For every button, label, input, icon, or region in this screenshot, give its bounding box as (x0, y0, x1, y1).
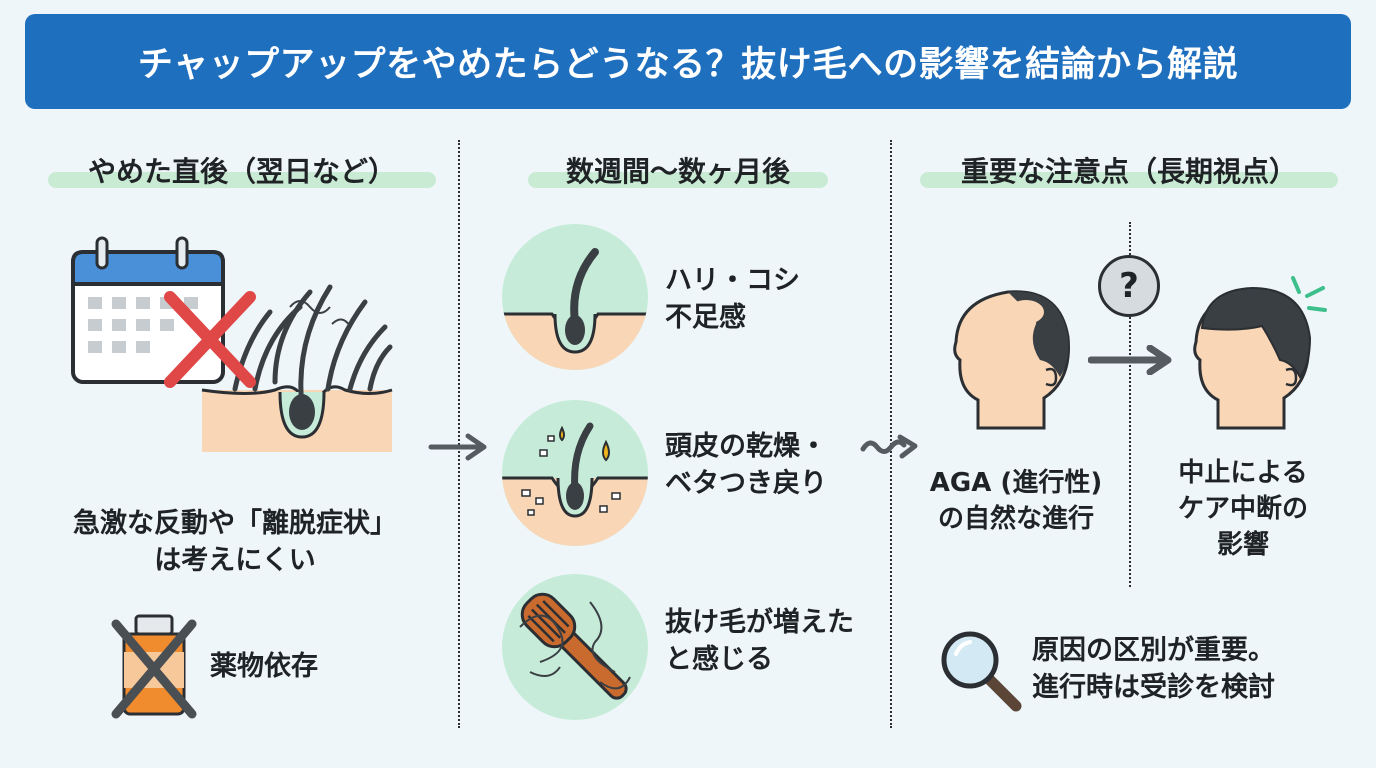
middle-item-3-label: 抜け毛が増えた と感じる (665, 607, 854, 676)
left-column-header: やめた直後（翌日など） (48, 150, 436, 190)
column-divider-left (458, 140, 460, 728)
balding-head-icon (953, 290, 1070, 430)
column-divider-right (890, 140, 892, 728)
arrow-right-icon (428, 433, 487, 461)
drug-dependency-label: 薬物依存 (210, 651, 318, 682)
full-hair-head-icon (1193, 286, 1312, 430)
comb-hair-loss-icon (502, 574, 648, 720)
right-column-header: 重要な注意点（長期視点） (920, 150, 1338, 190)
crossed-medicine-bottle-icon (111, 614, 197, 719)
dry-oily-scalp-icon (502, 400, 648, 546)
aga-label: AGA (進行性) の自然な進行 (929, 468, 1103, 534)
arrow-right-icon-2 (1088, 345, 1172, 375)
title-banner: チャップアップをやめたらどうなる？抜け毛への影響を結論から解説 (25, 14, 1351, 109)
left-statement: 急激な反動や「離脱症状」 は考えにくい (73, 508, 397, 577)
page-title: チャップアップをやめたらどうなる？抜け毛への影響を結論から解説 (137, 45, 1239, 85)
comparison-divider (1129, 222, 1131, 587)
calendar-crossed-hair-icon (71, 236, 393, 452)
wavy-arrow-icon (860, 434, 918, 459)
magnifying-glass-icon (941, 631, 1022, 712)
middle-column-header: 数週間〜数ヶ月後 (528, 150, 828, 190)
middle-item-2-label: 頭皮の乾燥・ ベタつき戻り (665, 431, 827, 500)
hair-follicle-icon (502, 224, 648, 370)
question-mark-icon: ? (1098, 255, 1160, 317)
middle-item-1-label: ハリ・コシ 不足感 (665, 265, 800, 334)
care-interruption-label: 中止による ケア中断の 影響 (1177, 458, 1308, 560)
conclusion-text: 原因の区別が重要。 進行時は受診を検討 (1032, 635, 1275, 704)
sparkle-icon (1291, 276, 1327, 312)
